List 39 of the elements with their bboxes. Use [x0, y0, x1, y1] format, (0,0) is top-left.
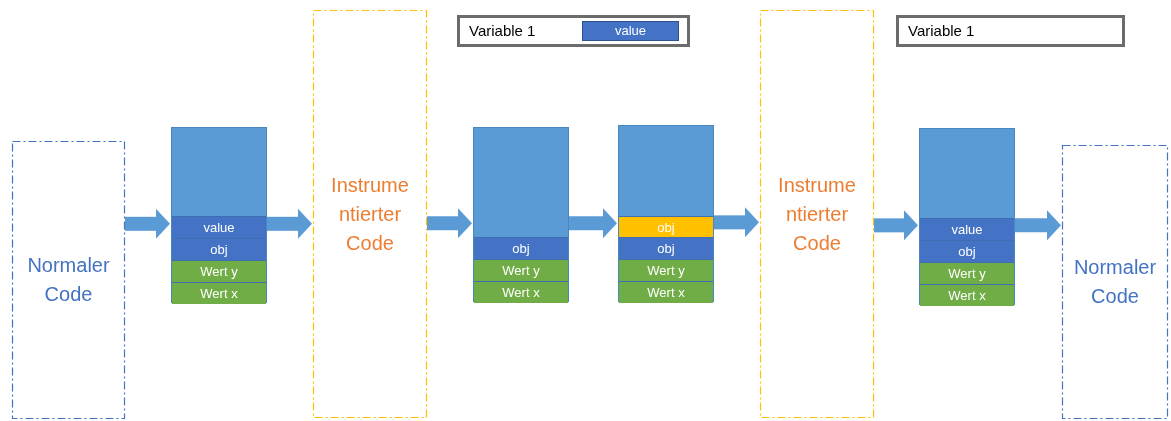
stack-frame — [473, 127, 569, 302]
code-region — [760, 10, 874, 418]
variable-name: Variable 1 — [908, 22, 975, 39]
variable-box — [457, 15, 690, 47]
stack-frame — [618, 125, 714, 302]
stack-slot: value — [920, 218, 1014, 240]
stack-slot: obj — [619, 216, 713, 238]
block-arrow — [714, 207, 759, 238]
stack-slot: Wert y — [920, 262, 1014, 284]
stack-frame — [171, 127, 267, 303]
stack-slot: Wert y — [172, 260, 266, 282]
block-arrow — [125, 208, 170, 239]
block-arrow — [569, 208, 617, 239]
code-region — [12, 141, 125, 419]
stack-slot: obj — [172, 238, 266, 260]
stack-slot: Wert y — [474, 259, 568, 281]
code-region — [1062, 145, 1168, 419]
block-arrow — [427, 208, 472, 239]
code-label: Instrume ntierter Code — [330, 172, 410, 256]
stack-slot: Wert x — [474, 281, 568, 303]
stack-slot: Wert y — [619, 259, 713, 281]
variable-box — [896, 15, 1125, 47]
block-arrow — [874, 210, 918, 241]
block-arrow — [267, 208, 312, 239]
stack-slot: obj — [619, 237, 713, 259]
code-label: Normaler Code — [26, 253, 111, 307]
stack-slot: Wert x — [619, 281, 713, 303]
variable-value: value — [582, 21, 679, 41]
stack-slot: Wert x — [172, 282, 266, 304]
variable-name: Variable 1 — [469, 22, 536, 39]
code-label: Normaler Code — [1072, 255, 1158, 309]
code-region — [313, 10, 427, 418]
block-arrow — [1015, 210, 1061, 241]
stack-slot: obj — [920, 240, 1014, 262]
stack-slot: obj — [474, 237, 568, 259]
stack-slot: Wert x — [920, 284, 1014, 306]
stack-frame — [919, 128, 1015, 305]
code-label: Instrume ntierter Code — [777, 172, 857, 256]
stack-slot: value — [172, 216, 266, 238]
